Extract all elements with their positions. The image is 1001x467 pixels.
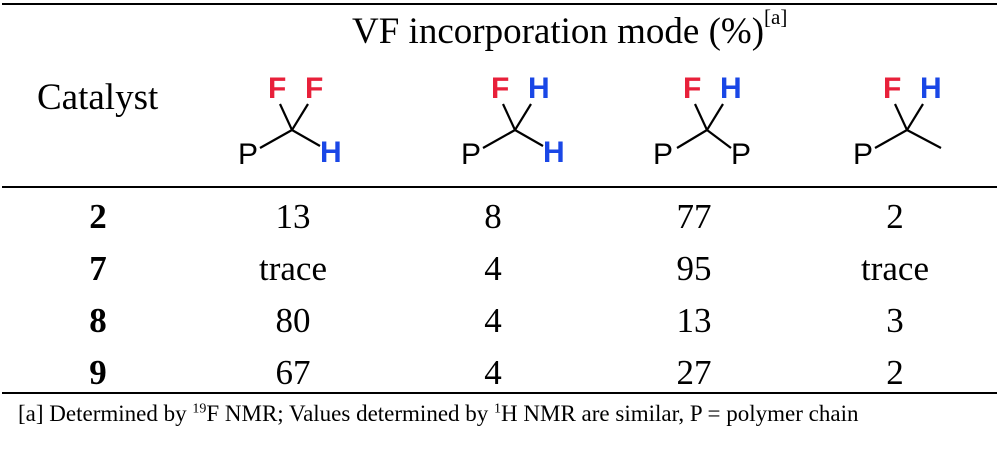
bond [706,103,724,131]
value-cell: 80 [275,301,311,340]
atom-p: P [461,138,481,171]
value-cell: 4 [484,353,502,392]
bond [694,103,708,131]
bond [259,129,293,149]
value-cell: 13 [676,301,712,340]
catalyst-column-header: Catalyst [37,77,159,118]
title-footnote-marker: [a] [764,4,788,29]
atom-h: H [320,136,342,169]
value-cell: trace [259,249,327,288]
value-cell: 2 [886,353,904,392]
bond [874,129,908,149]
bond [706,129,732,149]
bond [894,103,908,131]
structure-pcfhme: F H P [853,72,942,171]
atom-h: H [920,72,942,105]
value-cell: 4 [484,249,502,288]
bond [279,103,293,131]
value-cell: 2 [886,197,904,236]
header-rule [2,186,997,188]
atom-f: F [683,72,701,105]
bond [502,103,516,131]
value-cell: 77 [676,197,712,236]
atom-h: H [720,72,742,105]
bottom-rule [2,392,997,394]
bond [291,129,321,147]
value-cell: 13 [275,197,311,236]
bond [676,129,708,149]
atom-p: P [653,138,673,171]
bond [514,103,532,131]
bond [514,129,544,147]
structure-cf2h: F F P H [238,72,342,171]
bond [906,103,924,131]
atom-f: F [268,72,286,105]
atom-h: H [528,72,550,105]
value-cell: 95 [676,249,712,288]
value-cell: 3 [886,301,904,340]
catalyst-cell: 8 [89,301,107,340]
structure-pcfhp: F H P P [653,72,751,171]
atom-h: H [543,136,565,169]
table-header-title: VF incorporation mode (%)[a] [352,6,787,53]
value-cell: trace [861,249,929,288]
title-text: VF incorporation mode (%) [352,11,765,52]
value-cell: 8 [484,197,502,236]
structure-cfh2: F H P H [461,72,565,171]
atom-p: P [853,138,873,171]
atom-f: F [883,72,901,105]
methyl-bond [906,129,942,149]
atom-p: P [731,138,751,171]
bond [482,129,516,149]
value-cell: 4 [484,301,502,340]
atom-p: P [238,138,258,171]
catalyst-cell: 7 [89,249,107,288]
value-cell: 67 [275,353,311,392]
bond [291,103,309,131]
catalyst-cell: 2 [89,197,107,236]
atom-f: F [491,72,509,105]
atom-f: F [305,72,323,105]
value-cell: 27 [676,353,712,392]
top-rule [2,3,997,5]
catalyst-cell: 9 [89,353,107,392]
table-footnote: [a] Determined by 19F NMR; Values determ… [18,401,859,426]
